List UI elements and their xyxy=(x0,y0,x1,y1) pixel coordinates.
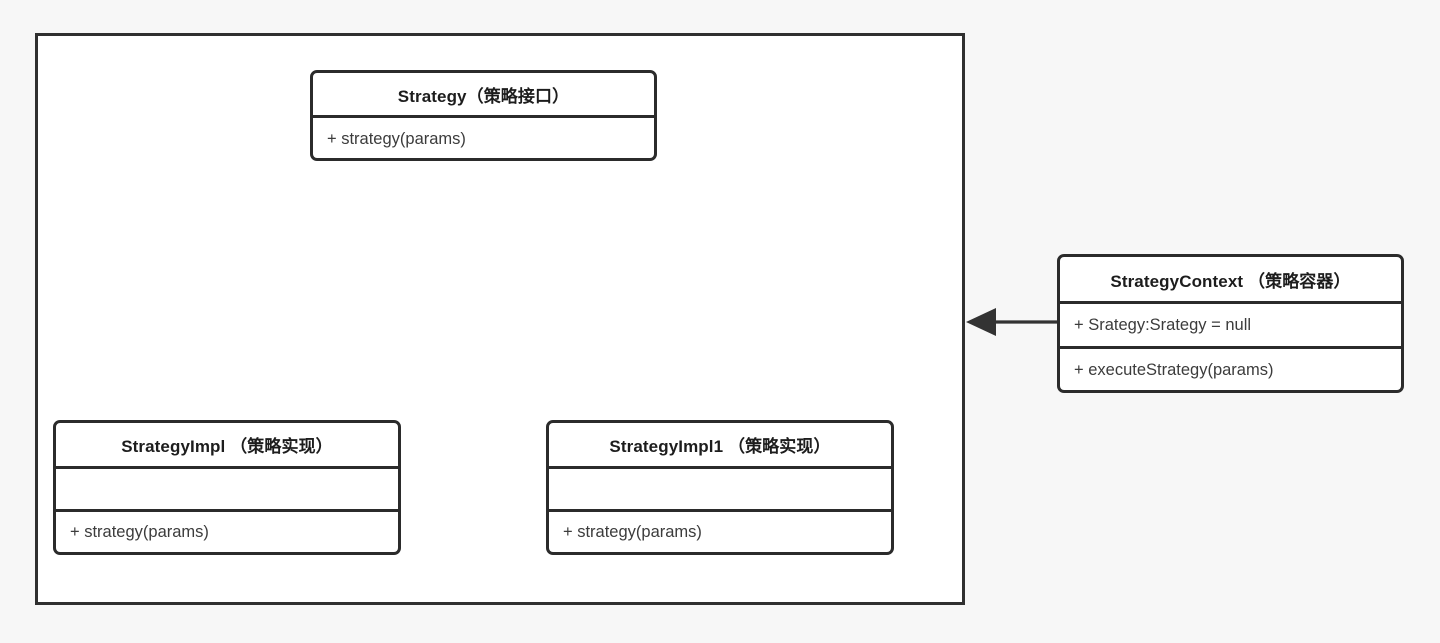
class-title-strategyimpl1: StrategyImpl1 （策略实现） xyxy=(609,437,831,456)
class-method-strategy-0: + strategy(params) xyxy=(313,115,654,158)
class-method-strategycontext-0: + executeStrategy(params) xyxy=(1060,346,1401,390)
class-attribute-compartment-strategyimpl1 xyxy=(549,466,891,509)
class-method-strategyimpl1-0: + strategy(params) xyxy=(549,509,891,552)
class-title-strategycontext: StrategyContext （策略容器） xyxy=(1110,271,1351,291)
uml-class-strategyimpl[interactable]: StrategyImpl （策略实现） + strategy(params) xyxy=(53,420,401,555)
class-attribute-strategycontext-0: + Srategy:Srategy = null xyxy=(1060,301,1401,346)
association-arrowhead xyxy=(966,308,996,336)
class-title-strategyimpl: StrategyImpl （策略实现） xyxy=(121,437,333,456)
class-title-strategy: Strategy（策略接口） xyxy=(397,86,570,106)
class-method-strategyimpl-0: + strategy(params) xyxy=(56,509,398,552)
uml-class-strategyimpl1[interactable]: StrategyImpl1 （策略实现） + strategy(params) xyxy=(546,420,894,555)
uml-class-strategycontext[interactable]: StrategyContext （策略容器） + Srategy:Srategy… xyxy=(1057,254,1404,393)
class-attribute-compartment-strategyimpl xyxy=(56,466,398,509)
uml-class-strategy[interactable]: Strategy（策略接口） + strategy(params) xyxy=(310,70,657,161)
